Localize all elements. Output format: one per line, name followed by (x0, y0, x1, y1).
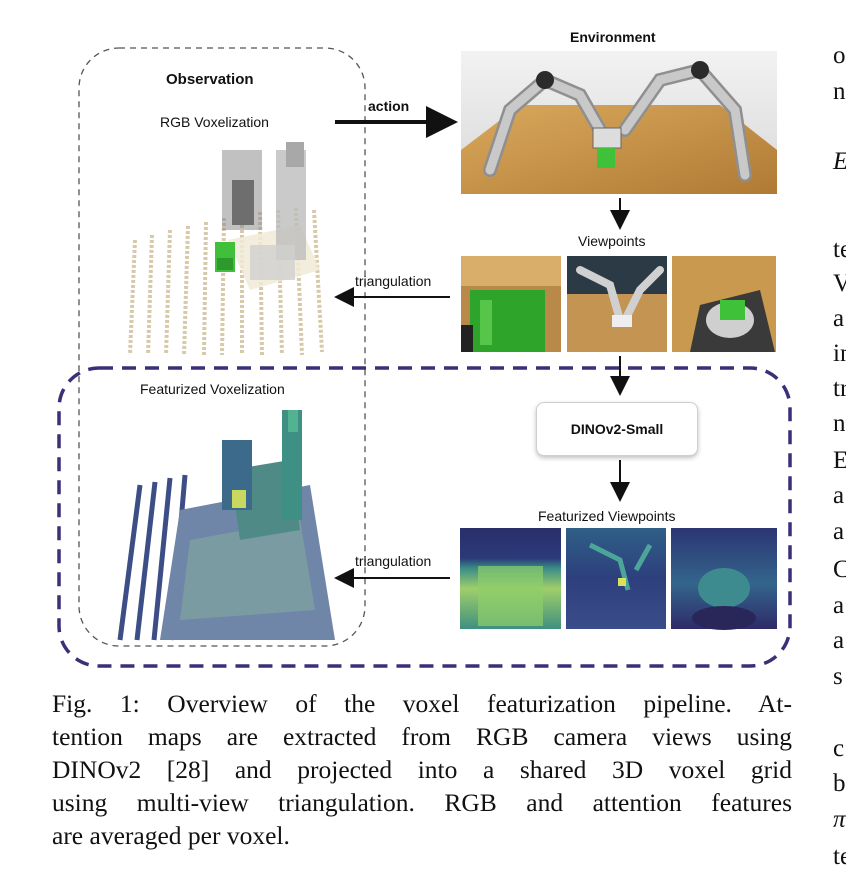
right-column-fragment: te (833, 236, 846, 263)
right-column-fragment: a (833, 518, 845, 545)
right-column-fragment: o (833, 42, 846, 69)
right-column-fragment: c (833, 735, 845, 762)
right-column-fragment: E (833, 148, 846, 176)
right-column-fragment: C (833, 556, 846, 583)
triangulation-label-bottom: triangulation (355, 553, 432, 569)
right-column-fragment: E (833, 447, 846, 474)
right-column-fragment: te (833, 843, 846, 870)
observation-title: Observation (166, 71, 254, 88)
right-column-fragment: a (833, 482, 845, 509)
rgb-voxel-cloud (128, 142, 324, 356)
right-column-fragment: in (833, 340, 846, 367)
viewpoint-image-3 (672, 256, 776, 352)
caption-line: are averaged per voxel. (52, 821, 290, 850)
viewpoint-image-2 (567, 256, 667, 352)
right-column-fragment: π (833, 806, 846, 833)
caption-line: tention maps are extracted from RGB came… (52, 722, 792, 751)
environment-image (461, 51, 777, 194)
featurized-viewpoint-image-1 (460, 528, 561, 629)
observation-box (78, 47, 366, 647)
viewpoints-label: Viewpoints (578, 233, 646, 249)
caption-line: Fig. 1: Overview of the voxel featurizat… (52, 689, 792, 718)
right-column-fragment: a (833, 627, 845, 654)
figure-caption: Fig. 1: Overview of the voxel featurizat… (52, 687, 792, 852)
right-column-fragment: a (833, 305, 845, 332)
environment-title: Environment (570, 29, 656, 45)
action-label: action (368, 98, 410, 114)
right-column-fragment: tr (833, 375, 846, 402)
featurized-voxelization-label: Featurized Voxelization (140, 381, 285, 397)
featurized-box (57, 366, 792, 668)
pipeline-figure (57, 47, 792, 668)
featurized-viewpoint-image-2 (566, 528, 666, 629)
caption-line: using multi-view triangulation. RGB and … (52, 788, 792, 817)
rgb-voxelization-label: RGB Voxelization (160, 114, 269, 130)
triangulation-label-top: triangulation (355, 273, 432, 289)
featurized-viewpoints-label: Featurized Viewpoints (538, 508, 676, 524)
viewpoint-image-1 (461, 256, 561, 352)
right-column-fragment: n (833, 78, 846, 105)
right-column-fragment: a (833, 592, 845, 619)
right-column-fragment: n (833, 410, 846, 437)
featurized-voxel-cloud (117, 410, 335, 641)
right-column-fragment: V (833, 270, 846, 297)
right-column-fragment: s (833, 663, 843, 690)
right-column-fragment: b (833, 770, 846, 797)
dinov2-model-box: DINOv2-Small (536, 402, 698, 456)
featurized-viewpoint-image-3 (671, 528, 777, 630)
caption-line: DINOv2 [28] and projected into a shared … (52, 755, 792, 784)
